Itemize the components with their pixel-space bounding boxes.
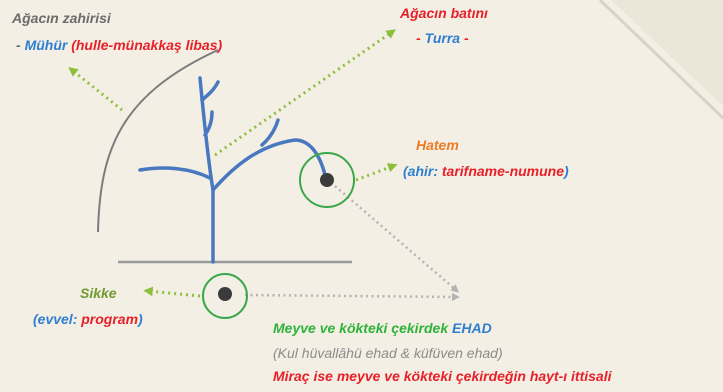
zahiri-arrow xyxy=(68,67,123,112)
fruit-circle xyxy=(299,152,355,208)
sikke-to-core-arrow xyxy=(244,292,460,301)
batini-arrow xyxy=(214,29,396,157)
hatem-to-core-arrow xyxy=(334,185,460,293)
outer-shell-curve xyxy=(97,49,219,233)
tree-twig-right xyxy=(260,118,280,147)
tree-right-branch xyxy=(211,138,327,192)
tree-twig-left xyxy=(138,166,212,180)
hatem-open: (ahir: xyxy=(403,163,442,179)
fruit-seed xyxy=(320,173,334,187)
sikke-title: Sikke xyxy=(80,285,117,301)
root-circle xyxy=(202,273,248,319)
zahiri-subtitle: - Mühür (hulle-münakkaş libas) xyxy=(16,37,222,54)
sikke-value: program xyxy=(81,311,139,327)
page-fold-edge xyxy=(598,0,723,120)
meyve-text: Meyve ve kökteki çekirdek xyxy=(273,320,453,336)
zahiri-muhur: Mühür xyxy=(24,37,68,53)
tree-twig-mid xyxy=(203,110,214,137)
zahiri-dash: - xyxy=(16,37,25,53)
hatem-arrow xyxy=(355,163,398,182)
batini-subtitle: - Turra - xyxy=(416,30,469,47)
batini-dash-right: - xyxy=(460,30,469,46)
tree xyxy=(138,76,327,264)
mirac-line: Miraç ise meyve ve kökteki çekirdeğin ha… xyxy=(273,368,612,384)
sikke-close: ) xyxy=(138,311,143,327)
batini-dash-left: - xyxy=(416,30,425,46)
batini-turra: Turra xyxy=(424,30,461,46)
hatem-value: tarifname-numune xyxy=(441,163,565,179)
hatem-close: ) xyxy=(564,163,569,179)
zahiri-paren: (hulle-münakkaş libas) xyxy=(71,37,223,53)
hatem-subtitle: (ahir: tarifname-numune) xyxy=(403,163,569,180)
kul-line: (Kul hüvallâhü ehad & küfüven ehad) xyxy=(273,345,503,361)
sikke-open: (evvel: xyxy=(33,311,82,327)
meyve-ehad: EHAD xyxy=(452,320,492,336)
batini-title: Ağacın batını xyxy=(400,5,488,21)
zahiri-title: Ağacın zahirisi xyxy=(12,10,111,26)
tree-main-branch xyxy=(198,76,215,192)
root-seed xyxy=(218,287,232,301)
page-fold-shadow xyxy=(611,0,723,106)
tree-twig-top xyxy=(200,80,220,102)
hatem-title: Hatem xyxy=(416,137,459,153)
meyve-line: Meyve ve kökteki çekirdek EHAD xyxy=(273,320,492,337)
sikke-arrow xyxy=(143,286,201,298)
sikke-subtitle: (evvel: program) xyxy=(33,311,143,328)
